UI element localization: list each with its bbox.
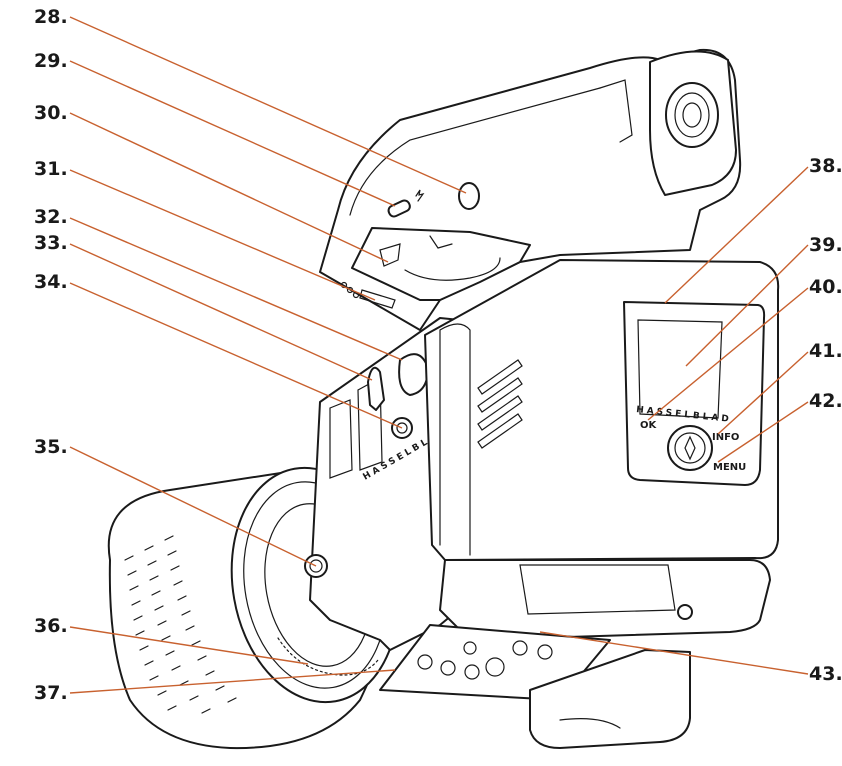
leader-42: [717, 401, 809, 463]
callout-31: 31.: [34, 158, 68, 180]
callout-30: 30.: [34, 102, 68, 124]
leader-34: [69, 282, 403, 429]
leader-35: [69, 446, 317, 567]
leader-30: [69, 112, 389, 263]
callout-35: 35.: [34, 436, 68, 458]
callout-33: 33.: [34, 232, 68, 254]
leader-32: [69, 217, 403, 361]
callout-28: 28.: [34, 6, 68, 28]
leader-38: [664, 166, 809, 304]
menu-button-text: MENU: [713, 462, 746, 473]
info-button-text: INFO: [712, 432, 739, 443]
callout-38: 38.: [809, 155, 842, 177]
leader-28: [69, 16, 467, 194]
ok-button-text: OK: [640, 420, 658, 431]
callout-36: 36.: [34, 615, 68, 637]
callout-37: 37.: [34, 682, 68, 704]
leader-40: [647, 287, 809, 421]
leader-31: [69, 169, 376, 301]
callout-29: 29.: [34, 50, 68, 72]
leader-37: [69, 669, 396, 694]
leader-43: [539, 631, 809, 675]
leader-36: [69, 626, 309, 665]
callout-43: 43.: [809, 663, 842, 685]
viewfinder: [319, 48, 742, 331]
callout-42: 42.: [809, 390, 842, 412]
callout-32: 32.: [34, 206, 68, 228]
callout-40: 40.: [809, 276, 842, 298]
camera-body: HASSELBLAD HASSELBLAD OK INFO MENU: [304, 259, 780, 749]
leader-41: [717, 351, 809, 435]
callout-39: 39.: [809, 234, 842, 256]
leader-29: [69, 60, 396, 207]
callout-34: 34.: [34, 271, 68, 293]
callout-41: 41.: [809, 340, 842, 362]
leader-39: [685, 244, 809, 367]
leader-lines: [69, 16, 809, 694]
leader-33: [69, 243, 373, 381]
